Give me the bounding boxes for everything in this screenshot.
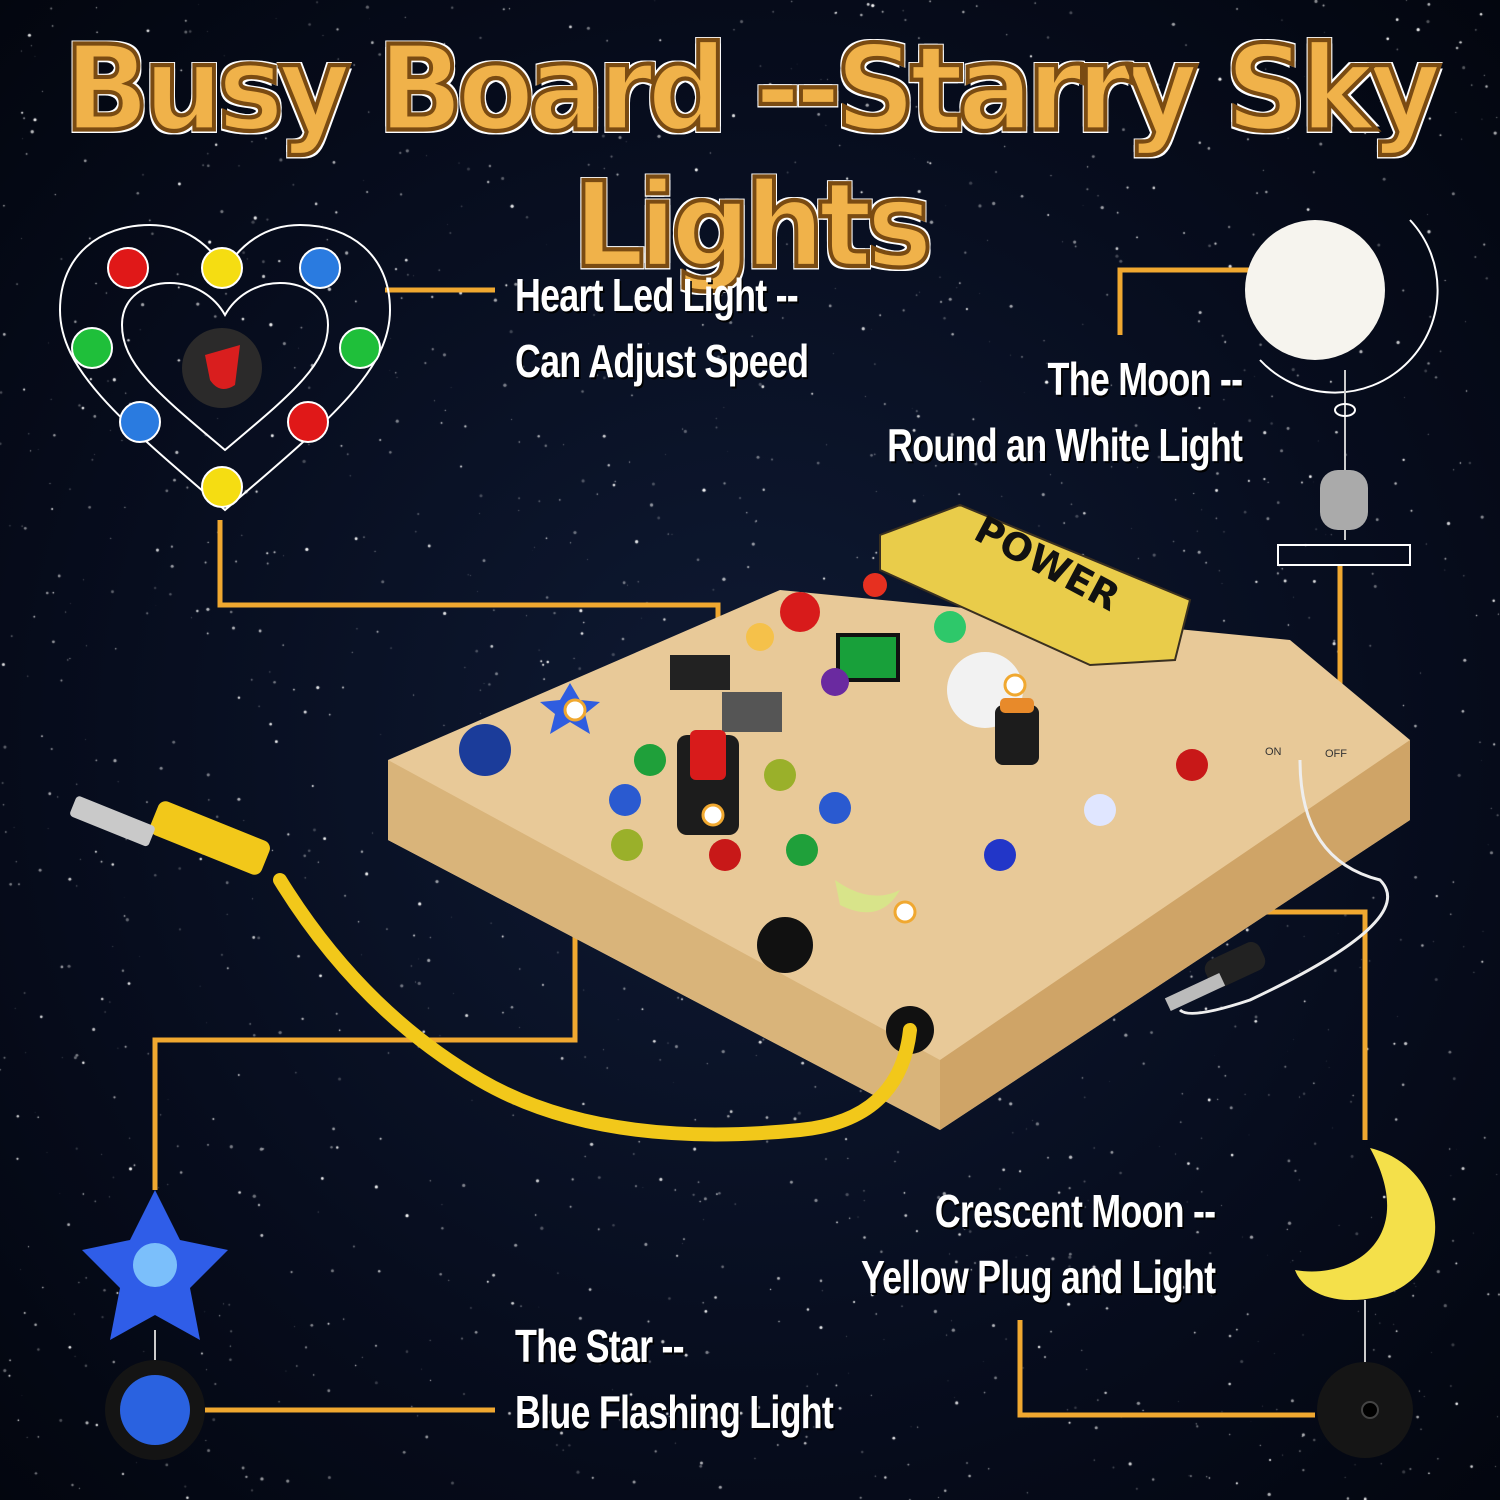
page-title: Busy Board --Starry Sky Lights — [62, 19, 1443, 296]
star-callout-desc: Blue Flashing Light — [515, 1386, 834, 1438]
moon-callout-desc: Round an White Light — [886, 419, 1243, 471]
heart-callout-desc: Can Adjust Speed — [515, 335, 809, 387]
crescent-callout: Crescent Moon -- Yellow Plug and Light — [860, 1178, 1216, 1310]
star-callout: The Star -- Blue Flashing Light — [515, 1313, 834, 1445]
heart-callout: Heart Led Light -- Can Adjust Speed — [515, 262, 809, 394]
star-callout-title: The Star -- — [515, 1320, 685, 1372]
moon-light — [1245, 219, 1439, 566]
moon-callout: The Moon -- Round an White Light — [886, 346, 1243, 478]
on-label: ON — [1265, 746, 1282, 758]
crescent-callout-title: Crescent Moon -- — [934, 1185, 1215, 1237]
off-label: OFF — [1325, 748, 1347, 760]
heart-led-module — [58, 223, 392, 512]
busy-board: POWER ON OFF — [388, 503, 1410, 1130]
star-light — [82, 1190, 228, 1460]
power-plate — [879, 503, 1192, 667]
moon-callout-title: The Moon -- — [1047, 353, 1242, 405]
crescent-moon-light — [1295, 1148, 1436, 1458]
yellow-power-cable — [70, 796, 917, 1142]
key-on-string — [1164, 759, 1390, 1015]
moon-connector — [1117, 267, 1250, 335]
heart-callout-title: Heart Led Light -- — [515, 269, 799, 321]
crescent-callout-desc: Yellow Plug and Light — [860, 1251, 1216, 1303]
crescent-jack-connector — [1017, 1320, 1315, 1418]
